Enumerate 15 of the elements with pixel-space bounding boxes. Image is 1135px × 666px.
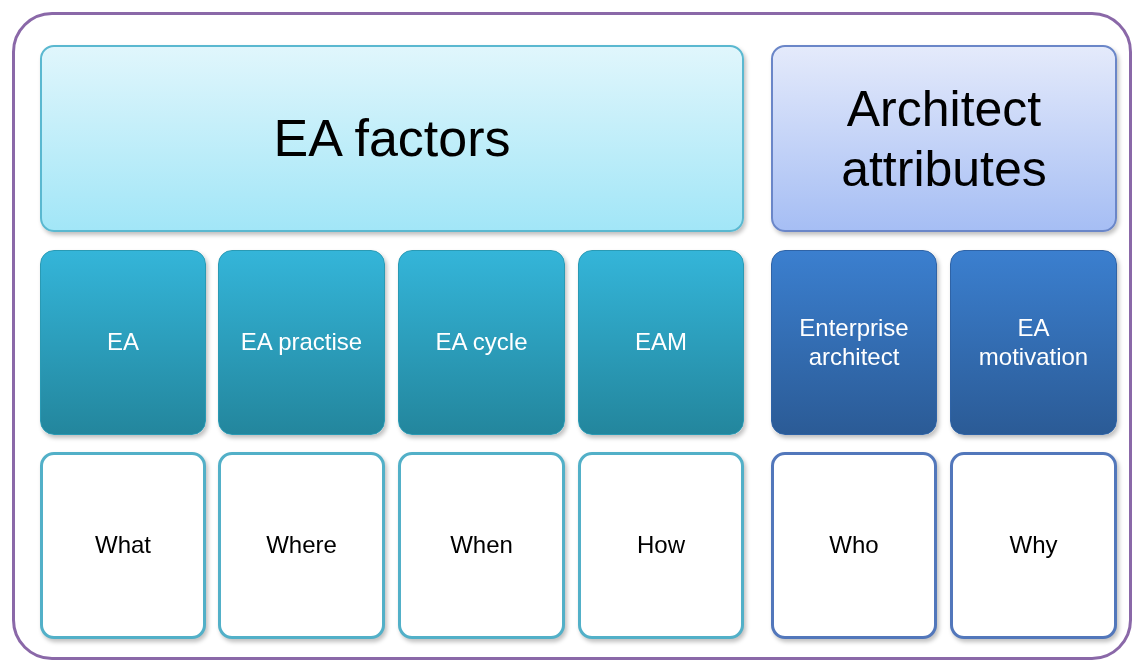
question-box: What xyxy=(40,452,206,639)
category-box: EA xyxy=(40,250,206,435)
question-box: Who xyxy=(771,452,937,639)
category-box: EA cycle xyxy=(398,250,565,435)
header-box: Architect attributes xyxy=(771,45,1117,232)
question-box: Where xyxy=(218,452,385,639)
header-box: EA factors xyxy=(40,45,744,232)
category-box: EA motivation xyxy=(950,250,1117,435)
question-box: When xyxy=(398,452,565,639)
category-box: EAM xyxy=(578,250,744,435)
question-box: Why xyxy=(950,452,1117,639)
frame-box xyxy=(12,12,1132,660)
category-box: Enterprise architect xyxy=(771,250,937,435)
category-box: EA practise xyxy=(218,250,385,435)
question-box: How xyxy=(578,452,744,639)
